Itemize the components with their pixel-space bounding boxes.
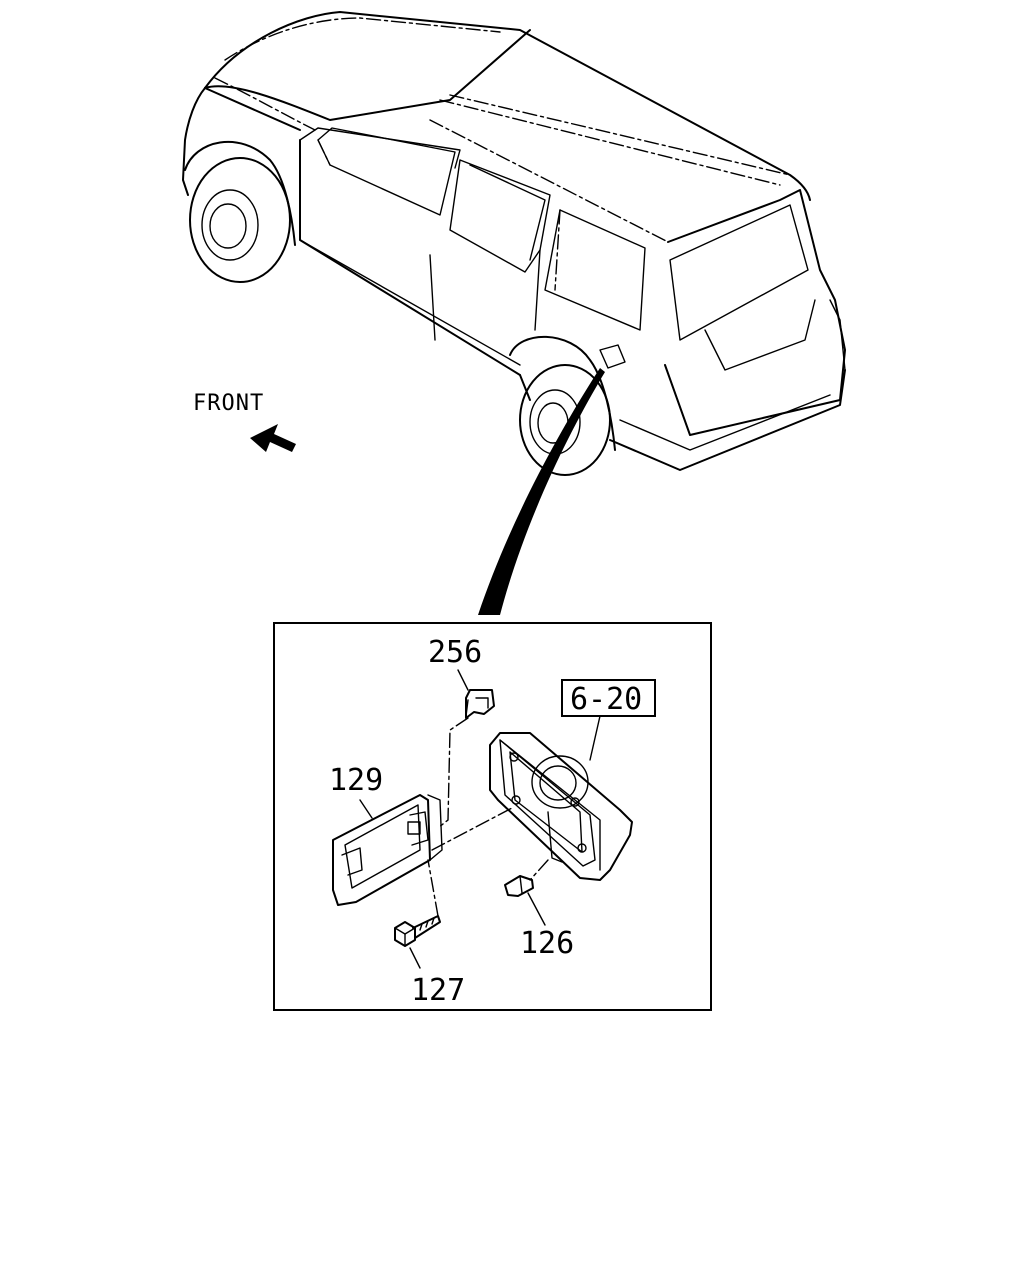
detail-frame xyxy=(273,622,712,1011)
screw-127 xyxy=(394,915,441,969)
fuel-lid-129 xyxy=(332,794,443,906)
callout-126[interactable]: 126 xyxy=(520,926,574,961)
reference-label[interactable]: 6-20 xyxy=(570,682,642,717)
vehicle-illustration xyxy=(182,11,846,476)
fuel-housing-6-20 xyxy=(489,732,633,881)
detail-leader xyxy=(478,368,605,615)
callout-256[interactable]: 256 xyxy=(428,635,482,670)
front-indicator: FRONT xyxy=(193,391,296,452)
reference-box xyxy=(561,679,656,717)
callout-129[interactable]: 129 xyxy=(329,763,383,798)
bracket-clip-256 xyxy=(457,669,495,719)
front-label: FRONT xyxy=(193,391,264,416)
callout-127[interactable]: 127 xyxy=(411,973,465,1008)
plug-126 xyxy=(504,875,546,926)
front-arrow-icon xyxy=(250,424,296,452)
